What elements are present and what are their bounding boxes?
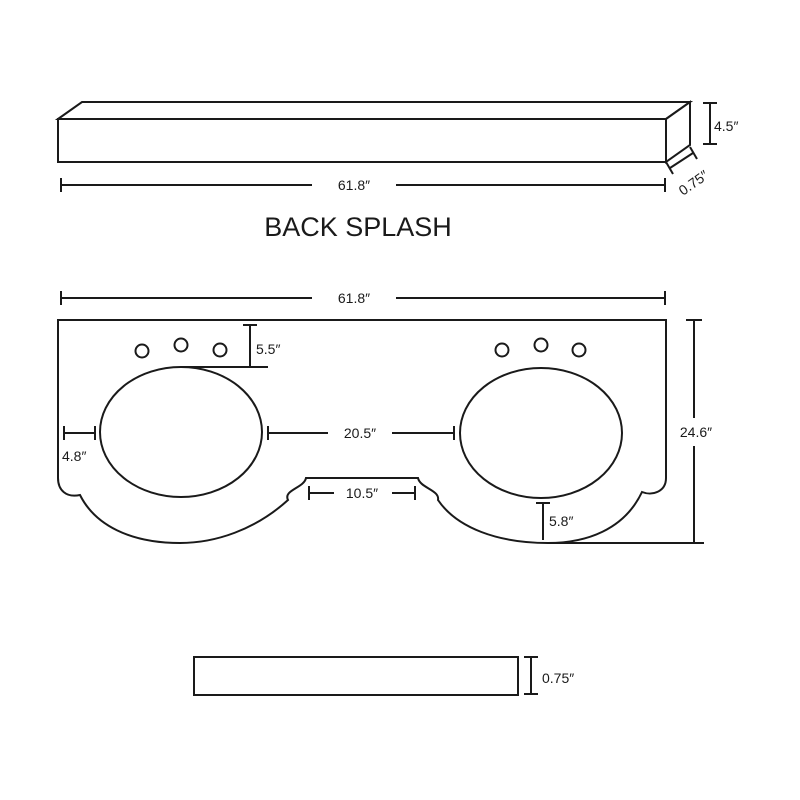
vanity-top-length-label: 61.8″	[338, 290, 370, 306]
backsplash-length-dimension: 61.8″	[60, 177, 666, 193]
vanity-top-length-dimension: 61.8″	[60, 290, 666, 306]
bowl-to-front-dimension: 5.8″	[536, 502, 573, 540]
backsplash-length-label: 61.8″	[338, 177, 370, 193]
right-bowl	[459, 367, 623, 499]
bowl-to-front-label: 5.8″	[549, 513, 573, 529]
left-faucet-hole	[134, 343, 150, 359]
backsplash-title: BACK SPLASH	[264, 212, 452, 242]
bowl-spacing-label: 20.5″	[344, 425, 376, 441]
backsplash-height-label: 4.5″	[714, 118, 738, 134]
left-bowl	[99, 366, 263, 498]
vanity-top-depth-label: 24.6″	[680, 424, 712, 440]
bowl-spacing-dimension: 20.5″	[267, 425, 455, 441]
right-faucet-hole	[571, 342, 587, 358]
right-faucet-hole	[533, 337, 549, 353]
edge-to-bowl-label: 4.8″	[62, 448, 86, 464]
backsplash-front-face	[57, 118, 667, 163]
center-cutout-dimension: 10.5″	[308, 485, 416, 501]
backsplash-height-dimension: 4.5″	[703, 102, 738, 145]
vanity-top-depth-dimension: 24.6″	[548, 319, 712, 544]
backsplash-side-face	[665, 100, 691, 164]
right-sink	[459, 337, 623, 499]
edge-to-bowl-dimension: 4.8″	[62, 426, 96, 464]
backsplash-drawing	[54, 100, 694, 164]
side-profile	[193, 656, 519, 696]
center-cutout-label: 10.5″	[346, 485, 378, 501]
faucet-to-bowl-dimension: 5.5″	[181, 324, 280, 368]
left-faucet-hole	[173, 337, 189, 353]
faucet-to-bowl-label: 5.5″	[256, 341, 280, 357]
right-faucet-hole	[494, 342, 510, 358]
side-profile-thickness-dimension: 0.75″	[524, 656, 574, 695]
side-profile-thickness-label: 0.75″	[542, 670, 574, 686]
backsplash-thickness-label: 0.75″	[676, 167, 712, 199]
left-faucet-hole	[212, 342, 228, 358]
backsplash-top-face	[54, 101, 694, 120]
